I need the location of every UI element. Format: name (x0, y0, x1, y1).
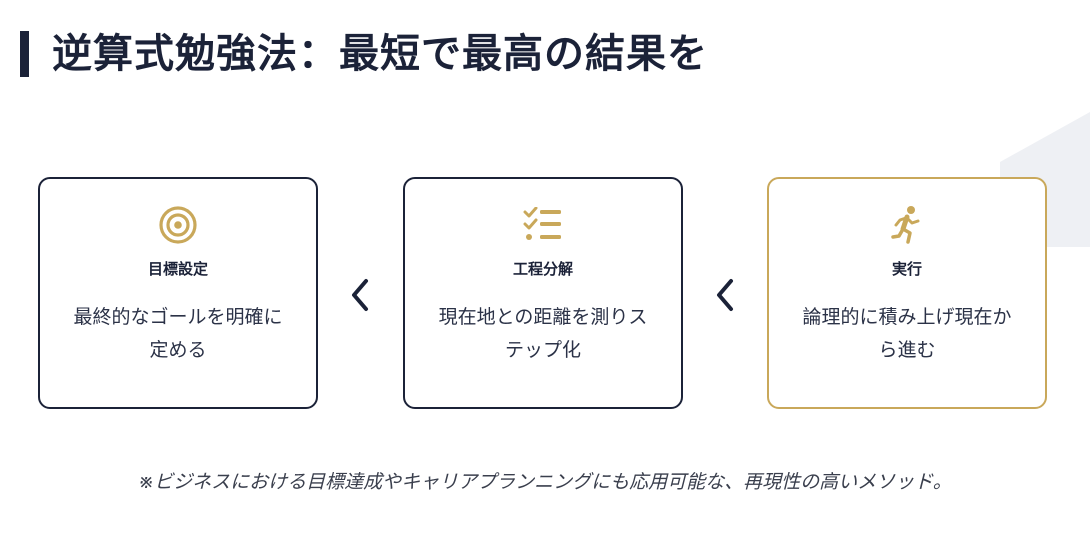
chevron-left-icon (717, 279, 733, 311)
step-title: 工程分解 (512, 260, 573, 278)
step-description: 論理的に積み上げ現在から進む (802, 306, 1012, 361)
target-icon (40, 205, 316, 245)
chevron-left-icon (352, 279, 368, 311)
step-description: 現在地との距離を測りステップ化 (438, 306, 648, 361)
step-title: 目標設定 (147, 260, 208, 278)
checklist-icon (405, 205, 681, 245)
step-card-execution: 実行 論理的に積み上げ現在から進む (767, 177, 1047, 409)
title-accent-bar (20, 31, 29, 77)
step-card-goal-setting: 目標設定 最終的なゴールを明確に定める (38, 177, 318, 409)
running-person-icon (769, 205, 1045, 245)
page-title: 逆算式勉強法：最短で最高の結果を (52, 31, 708, 77)
step-card-process-breakdown: 工程分解 現在地との距離を測りステップ化 (403, 177, 683, 409)
footnote: ※ビジネスにおける目標達成やキャリアプランニングにも応用可能な、再現性の高いメソ… (138, 471, 952, 493)
step-title: 実行 (891, 260, 922, 278)
step-description: 最終的なゴールを明確に定める (73, 306, 283, 361)
